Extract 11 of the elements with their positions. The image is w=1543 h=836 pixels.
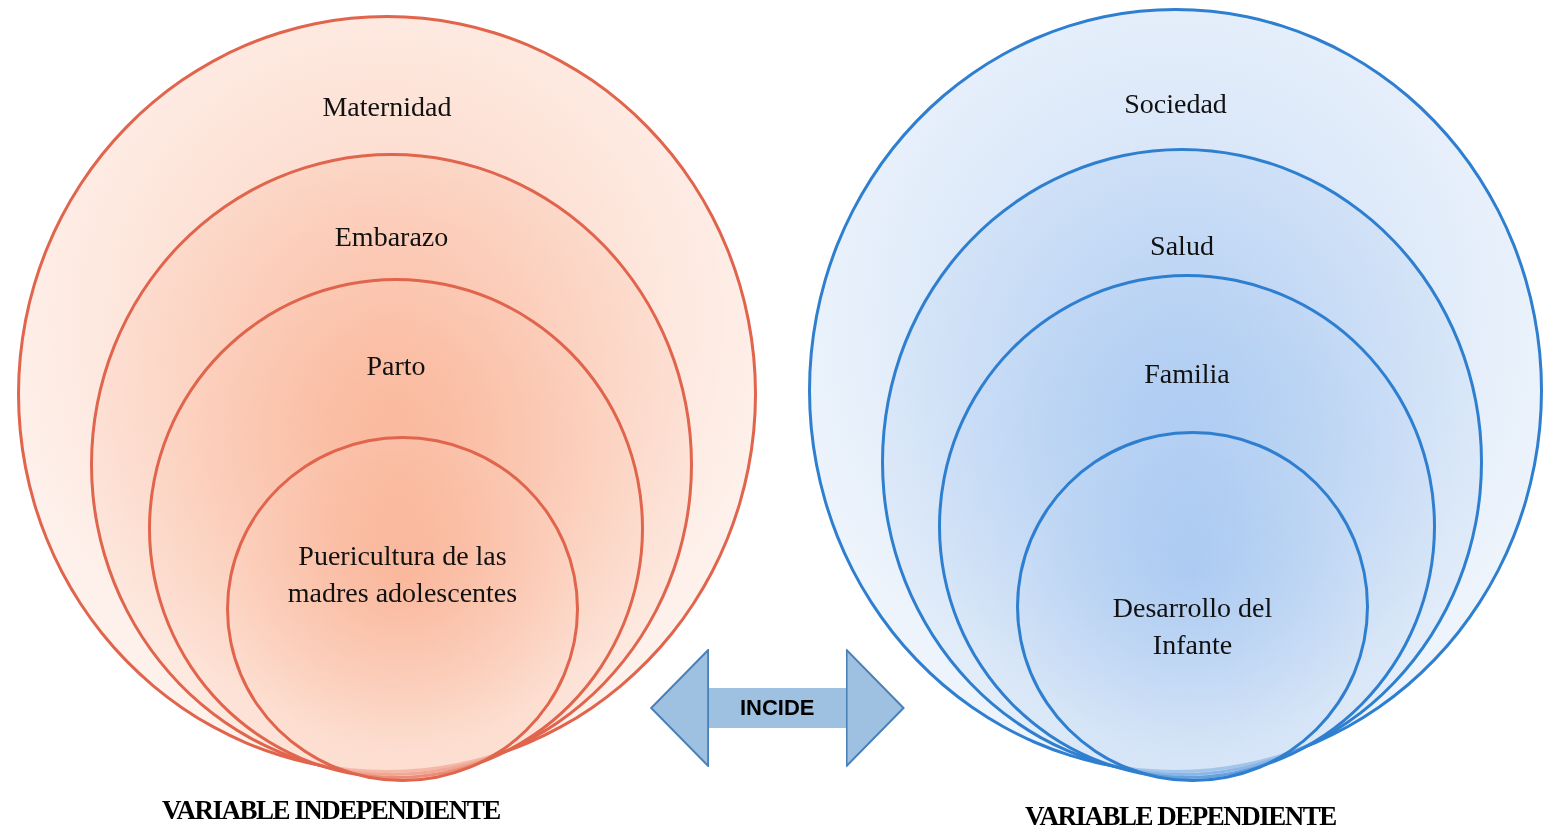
circle-label: Salud [1149,229,1215,263]
circle-label: Puericultura de las madres adolescentes [286,539,519,610]
variable-caption: VARIABLE INDEPENDIENTE [162,795,500,826]
circle-label: Sociedad [1123,87,1228,121]
double-arrow [650,649,905,767]
circle-label: Desarrollo del Infante [1112,591,1273,662]
circle-label: Embarazo [333,220,450,254]
circle-label: Parto [365,349,427,383]
variable-caption: VARIABLE DEPENDIENTE [1025,801,1336,832]
circle-label: Familia [1143,357,1231,391]
circle-label: Maternidad [321,90,453,124]
